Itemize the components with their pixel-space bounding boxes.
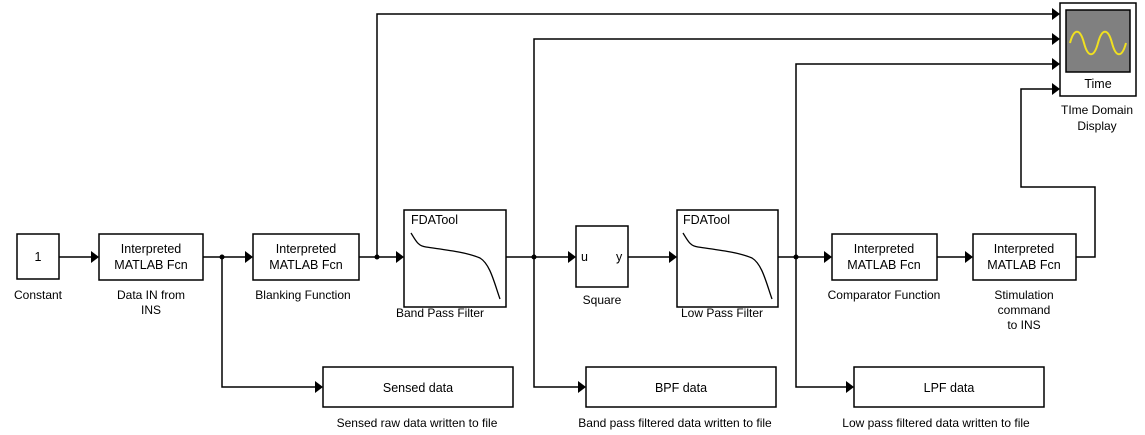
block-line-2: MATLAB Fcn xyxy=(987,258,1060,272)
arrowhead xyxy=(1052,33,1060,45)
band-pass-filter-block[interactable]: FDATool Band Pass Filter xyxy=(396,209,507,320)
bpf-data-block[interactable]: BPF data Band pass filtered data written… xyxy=(578,366,777,430)
stimulation-block[interactable]: Interpreted MATLAB Fcn Stimulation comma… xyxy=(972,233,1077,332)
arrowhead xyxy=(669,251,677,263)
data-in-caption-2: INS xyxy=(141,303,161,317)
stimulation-caption-1: Stimulation xyxy=(994,288,1053,302)
sensed-data-caption: Sensed raw data written to file xyxy=(337,416,498,430)
branch-dot xyxy=(374,254,380,260)
square-out-port: y xyxy=(616,250,623,264)
band-pass-caption: Band Pass Filter xyxy=(396,306,484,320)
branch-dot xyxy=(531,254,537,260)
comparator-block[interactable]: Interpreted MATLAB Fcn Comparator Functi… xyxy=(828,233,941,302)
branch-dot xyxy=(793,254,799,260)
block-line-2: MATLAB Fcn xyxy=(847,258,920,272)
square-block[interactable]: u y Square xyxy=(575,225,629,307)
wire-branch-sensed xyxy=(221,257,315,388)
lpf-data-label: LPF data xyxy=(924,381,975,395)
stimulation-caption-2: command xyxy=(998,303,1051,317)
arrowhead xyxy=(396,251,404,263)
fdatool-label: FDATool xyxy=(411,213,458,227)
wire-stimulation-to-scope xyxy=(1020,88,1096,258)
scope-block[interactable]: Time TIme Domain Display xyxy=(1059,2,1137,133)
stimulation-caption-3: to INS xyxy=(1007,318,1040,332)
filter-response-icon xyxy=(682,232,773,300)
lpf-data-block[interactable]: LPF data Low pass filtered data written … xyxy=(842,366,1045,430)
arrowhead xyxy=(91,251,99,263)
wire-branch-to-scope-1 xyxy=(376,13,1052,257)
branch-dot xyxy=(219,254,225,260)
branch-points xyxy=(219,254,799,260)
fdatool-label: FDATool xyxy=(683,213,730,227)
arrowhead xyxy=(824,251,832,263)
arrowhead xyxy=(965,251,973,263)
block-line-1: Interpreted xyxy=(276,242,337,256)
data-in-caption-1: Data IN from xyxy=(117,288,185,302)
constant-block[interactable]: 1 Constant xyxy=(14,233,63,302)
arrowhead xyxy=(1052,58,1060,70)
filter-response-icon xyxy=(410,232,501,300)
block-line-1: Interpreted xyxy=(854,242,915,256)
wire-arrowheads xyxy=(91,8,1060,393)
scope-caption-1: TIme Domain xyxy=(1061,103,1133,117)
square-caption: Square xyxy=(583,293,622,307)
low-pass-filter-block[interactable]: FDATool Low Pass Filter xyxy=(676,209,779,320)
bpf-data-label: BPF data xyxy=(655,381,707,395)
wire-branch-lpf-data xyxy=(795,257,846,388)
data-in-block[interactable]: Interpreted MATLAB Fcn Data IN from INS xyxy=(98,233,204,317)
wire-branch-to-scope-3 xyxy=(795,63,1052,257)
low-pass-caption: Low Pass Filter xyxy=(681,306,763,320)
wire-branch-bpf-data xyxy=(533,257,578,388)
bpf-data-caption: Band pass filtered data written to file xyxy=(578,416,772,430)
constant-value: 1 xyxy=(35,250,42,264)
blanking-caption: Blanking Function xyxy=(255,288,350,302)
scope-caption-2: Display xyxy=(1077,119,1116,133)
arrowhead xyxy=(1052,83,1060,95)
arrowhead xyxy=(245,251,253,263)
sine-wave-icon xyxy=(1069,30,1127,56)
constant-caption: Constant xyxy=(14,288,63,302)
block-line-2: MATLAB Fcn xyxy=(114,258,187,272)
comparator-caption: Comparator Function xyxy=(828,288,941,302)
blanking-block[interactable]: Interpreted MATLAB Fcn Blanking Function xyxy=(252,233,360,302)
scope-screen-label: Time xyxy=(1084,77,1111,91)
sensed-data-block[interactable]: Sensed data Sensed raw data written to f… xyxy=(322,366,514,430)
block-line-1: Interpreted xyxy=(994,242,1055,256)
signal-wires xyxy=(59,13,1096,388)
arrowhead xyxy=(315,381,323,393)
block-line-2: MATLAB Fcn xyxy=(269,258,342,272)
block-line-1: Interpreted xyxy=(121,242,182,256)
arrowhead xyxy=(1052,8,1060,20)
square-in-port: u xyxy=(581,250,588,264)
sensed-data-label: Sensed data xyxy=(383,381,453,395)
arrowhead xyxy=(568,251,576,263)
lpf-data-caption: Low pass filtered data written to file xyxy=(842,416,1030,430)
arrowhead xyxy=(846,381,854,393)
arrowhead xyxy=(578,381,586,393)
wire-branch-to-scope-2 xyxy=(533,38,1052,257)
